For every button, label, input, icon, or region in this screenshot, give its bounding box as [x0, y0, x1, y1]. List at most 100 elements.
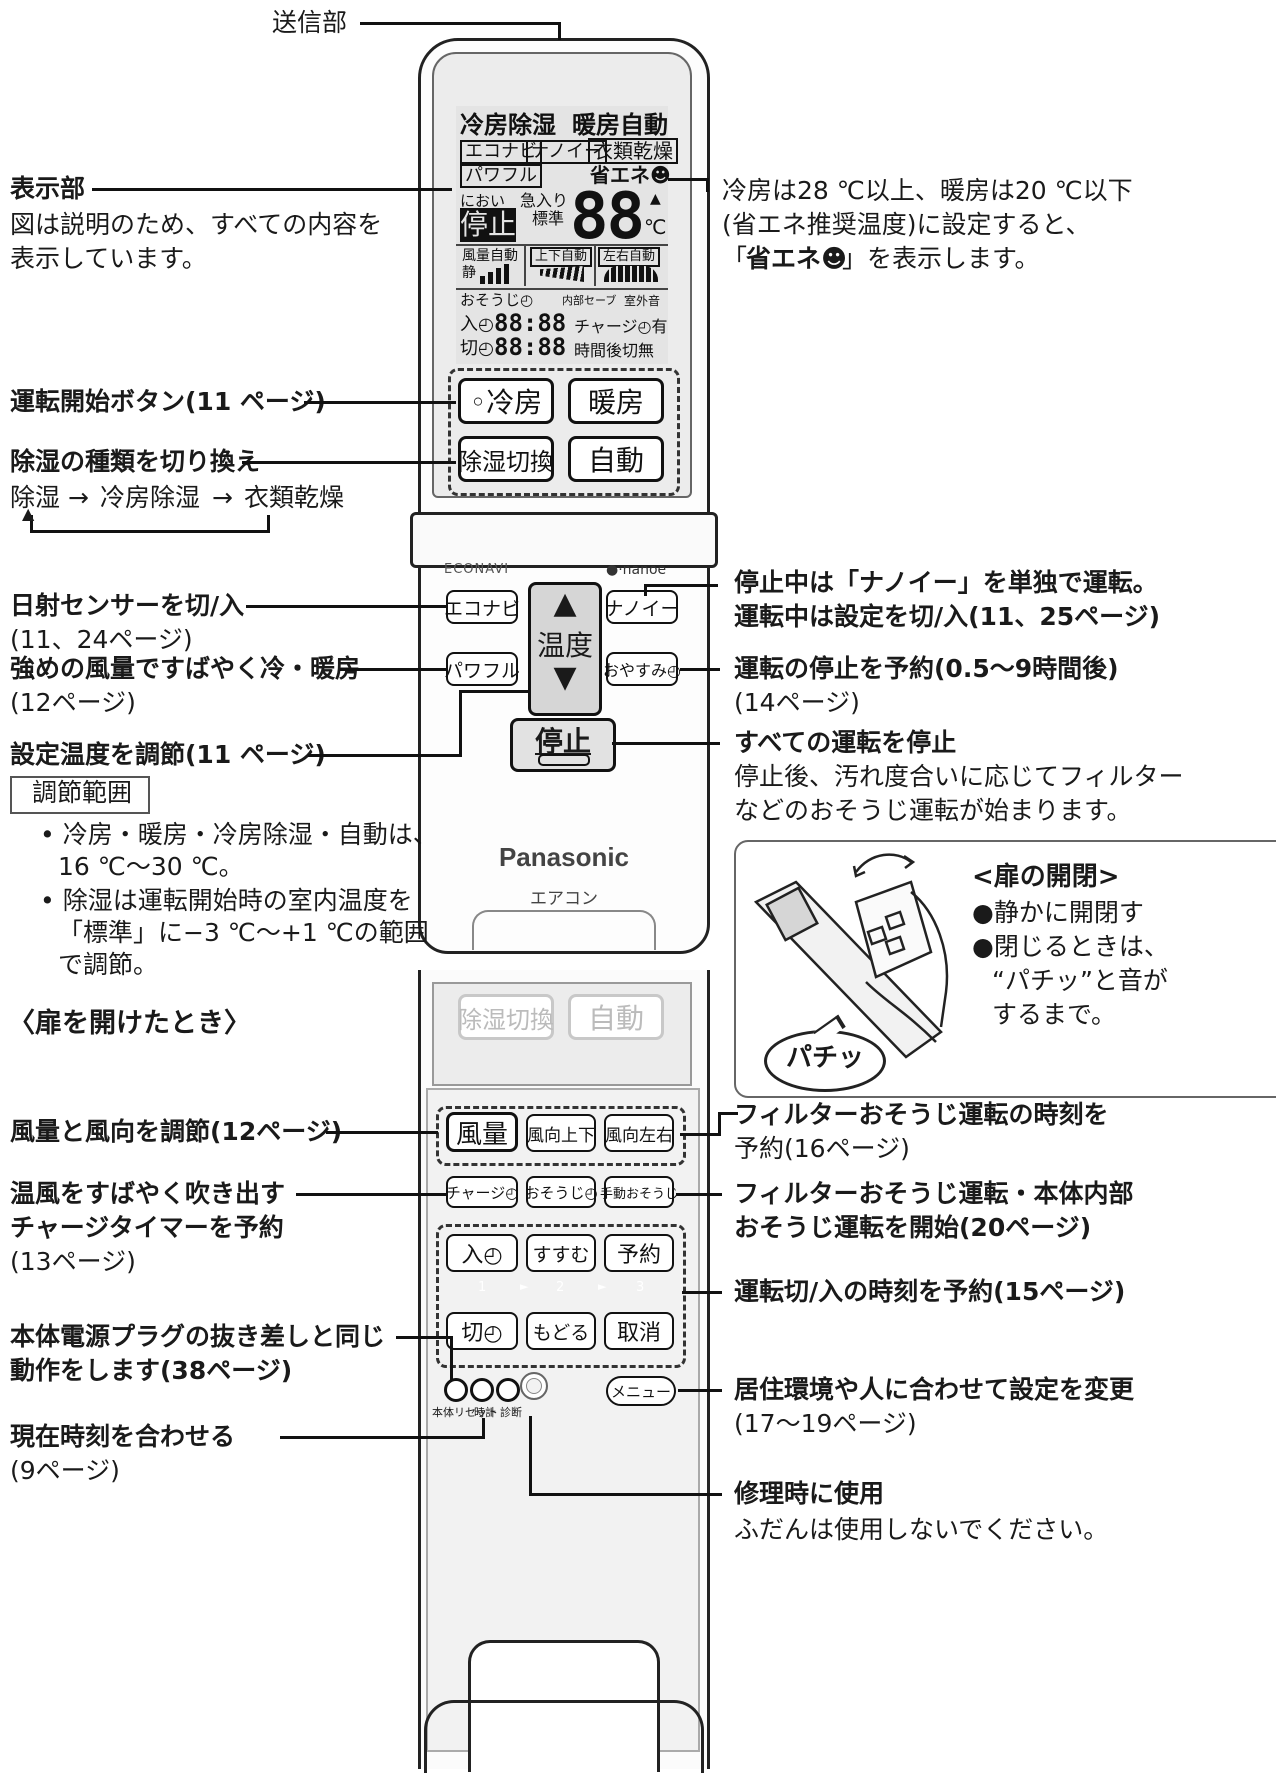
cool-button[interactable]: ◦冷房	[458, 378, 554, 424]
lcd-drying: 衣類乾燥	[588, 138, 678, 164]
heat-button[interactable]: 暖房	[568, 378, 664, 424]
econavi-logo: ECONAVI	[444, 562, 510, 577]
remote-cover-flap	[468, 1640, 660, 1772]
charge-label-2: チャージタイマーを予約	[10, 1213, 284, 1242]
temp-down-icon[interactable]: ▼	[553, 660, 577, 695]
lcd-divider-1	[456, 244, 668, 246]
clean-timer-button[interactable]: おそうじ◴	[524, 1176, 598, 1208]
lcd-off-timer: 切◴	[460, 338, 494, 359]
dehumid-arrow-1: →	[68, 483, 89, 512]
step-arrow-2: ►	[598, 1280, 607, 1293]
eco-note-3c: 」を表示します。	[842, 244, 1040, 273]
range-1b: 16 ℃〜30 ℃。	[58, 852, 244, 881]
pachi-text: パチッ	[786, 1043, 865, 1073]
lcd-cleaning: おそうじ◴	[460, 291, 534, 309]
off-timer-button[interactable]: 切◴	[446, 1312, 518, 1350]
nanoe-logo: ●·nanoe	[606, 562, 667, 578]
lcd-off-time: 88:88	[494, 333, 567, 361]
range-title: 調節範囲	[32, 778, 133, 807]
filter-start-label-2: おそうじ運転を開始(20ページ)	[734, 1213, 1092, 1242]
sleep-button[interactable]: おやすみ◴	[603, 652, 681, 686]
menu-label-1: 居住環境や人に合わせて設定を変更	[734, 1375, 1135, 1404]
lcd-powerful: パワフル	[460, 164, 542, 188]
stop-led-icon	[538, 754, 590, 766]
on-timer-button[interactable]: 入◴	[446, 1234, 518, 1272]
filter-time-label-1: フィルターおそうじ運転の時刻を	[734, 1100, 1109, 1129]
auto-button[interactable]: 自動	[568, 436, 664, 482]
filter-start-label-1: フィルターおそうじ運転・本体内部	[734, 1179, 1134, 1208]
charge-label-1: 温風をすばやく吹き出す	[10, 1179, 286, 1208]
fan-speed-button[interactable]: 風量	[446, 1112, 518, 1152]
range-1a: • 冷房・暖房・冷房除湿・自動は、	[40, 820, 438, 849]
door-note-4: するまで。	[992, 1000, 1117, 1029]
lcd-eco: 省エネ☻	[590, 163, 671, 187]
display-note-2: 表示しています。	[10, 244, 207, 273]
eco-note-2: (省エネ推奨温度)に設定すると、	[722, 210, 1091, 239]
clock-button[interactable]	[470, 1378, 494, 1402]
lcd-temperature: 88	[570, 180, 645, 254]
diagnose-button[interactable]	[496, 1378, 520, 1402]
transmitter-label: 送信部	[272, 8, 348, 37]
powerful-label: 強めの風量ですばやく冷・暖房	[10, 654, 361, 683]
charge-timer-button[interactable]: チャージ◴	[446, 1176, 518, 1208]
econavi-button[interactable]: エコナビ	[444, 590, 520, 624]
dehumid-arrow-2: →	[212, 483, 233, 512]
temp-label: 温度	[536, 629, 593, 662]
charge-label-3: (13ページ)	[10, 1247, 136, 1276]
lcd-on-time: 88:88	[494, 309, 567, 337]
vane-updown-button[interactable]: 風向上下	[526, 1114, 596, 1152]
vane-leftright-button[interactable]: 風向左右	[604, 1114, 674, 1152]
start-button-label: 運転開始ボタン(11 ページ)	[10, 387, 326, 416]
lcd-quick: 急入り	[520, 191, 569, 210]
sleep-label-1: 運転の停止を予約(0.5〜9時間後)	[734, 654, 1119, 683]
temp-up-icon[interactable]: ▲	[553, 586, 577, 621]
door-illustration	[753, 853, 949, 1059]
lcd-fan-auto: 風量自動	[462, 248, 518, 264]
nanoe-button[interactable]: ナノイー	[604, 590, 680, 624]
dehumid-seq-3: 衣類乾燥	[244, 483, 345, 512]
step-2: 2	[556, 1280, 565, 1295]
display-note-1: 図は説明のため、すべての内容を	[10, 210, 383, 239]
remote-cover-outer	[424, 1700, 704, 1773]
stop-label-1: すべての運転を停止	[734, 728, 957, 757]
dehumid-seq-2: 冷房除湿	[100, 483, 201, 512]
reserve-button[interactable]: 予約	[604, 1234, 674, 1272]
cancel-button[interactable]: 取消	[604, 1312, 674, 1350]
lcd-heat-auto: 暖房自動	[572, 111, 668, 139]
diagnose-label: 診断	[500, 1406, 522, 1419]
lcd-econavi: エコナビ	[460, 140, 542, 164]
remote-hinge-band	[410, 512, 718, 568]
eco-note-1: 冷房は28 ℃以上、暖房は20 ℃以下	[722, 176, 1133, 205]
clock-label-1: 現在時刻を合わせる	[10, 1422, 236, 1451]
reset-label-1: 本体電源プラグの抜き差しと同じ	[10, 1322, 386, 1351]
next-button[interactable]: すすむ	[526, 1234, 596, 1272]
solar-sensor-label: 日射センサーを切/入	[10, 591, 245, 620]
step-arrow-1: ►	[520, 1280, 529, 1293]
reset-button[interactable]	[444, 1378, 468, 1402]
clock-label: 時計	[474, 1406, 496, 1419]
lcd-leftright: 左右自動	[598, 247, 661, 267]
temp-button[interactable]	[528, 582, 602, 716]
step-3: 3	[636, 1280, 645, 1295]
manual-clean-button[interactable]: 手動おそうじ	[600, 1176, 678, 1208]
lcd-outdoor: 室外音	[624, 294, 661, 308]
menu-button[interactable]: メニュー	[606, 1376, 676, 1406]
back-button[interactable]: もどる	[526, 1312, 596, 1350]
lcd-nanoe: ナノイー	[526, 140, 608, 164]
fan-button-group	[436, 1106, 686, 1166]
eco-note-3b: 省エネ☻	[746, 244, 848, 273]
remote-bottom-recess	[472, 910, 656, 950]
clock-label-2: (9ページ)	[10, 1456, 120, 1485]
door-open-heading: 〈扉を開けたとき〉	[8, 1008, 251, 1039]
stop-label-3: などのおそうじ運転が始まります。	[734, 796, 1132, 825]
loop-arrow-icon: ▲	[22, 504, 35, 523]
range-2a: • 除湿は運転開始時の室内温度を	[40, 886, 413, 915]
repair-label-1: 修理時に使用	[734, 1479, 885, 1508]
auto-button-faded: 自動	[568, 994, 664, 1040]
dehumid-switch-label: 除湿の種類を切り換え	[10, 447, 261, 476]
reset-label: 本体リセット	[432, 1406, 498, 1419]
dehumid-switch-button[interactable]: 除湿切換	[458, 436, 554, 482]
stop-button[interactable]	[510, 718, 616, 772]
powerful-button[interactable]: パワフル	[444, 652, 520, 686]
lcd-cool-dehumid: 冷房除湿	[460, 111, 556, 139]
